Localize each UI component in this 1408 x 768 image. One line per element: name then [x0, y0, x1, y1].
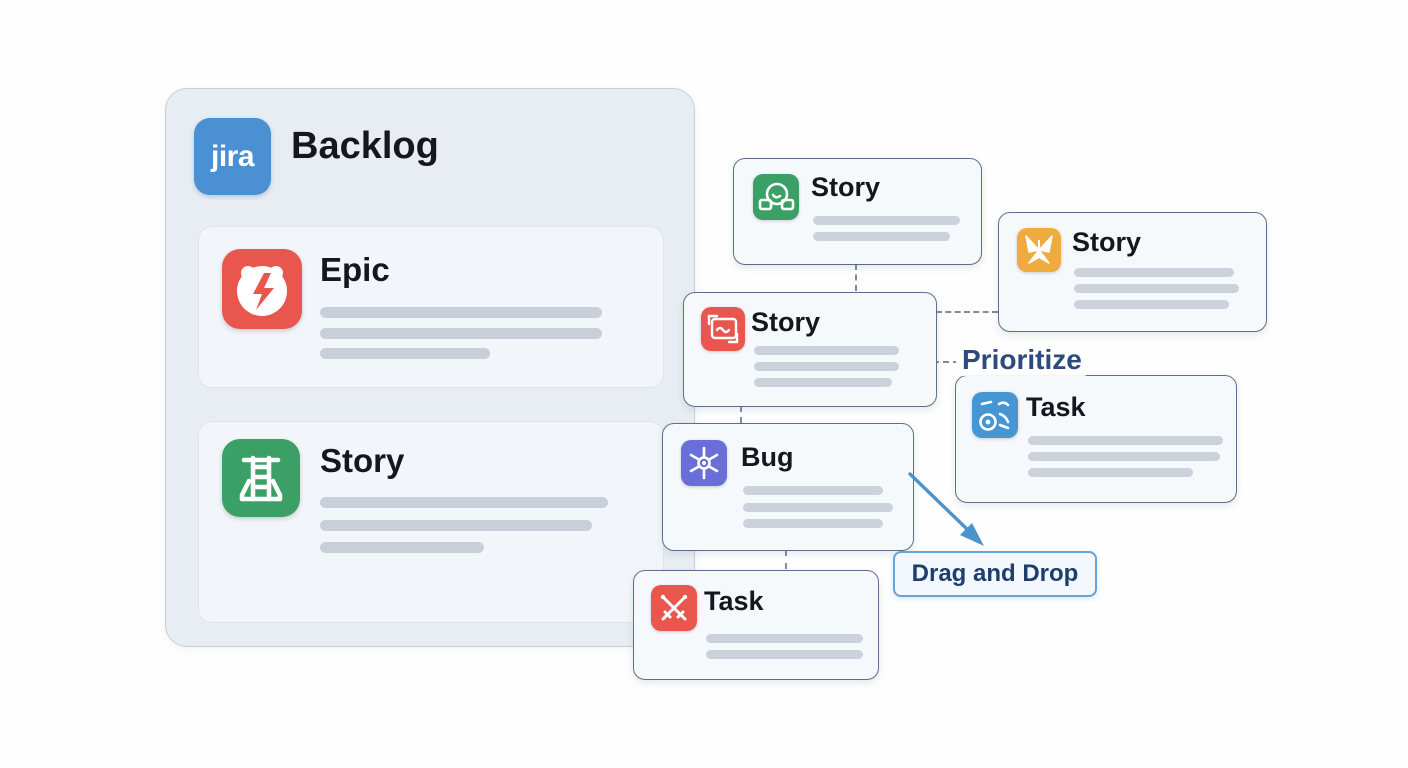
connector-bug-to-task: [785, 550, 787, 569]
task-gear-icon: [972, 392, 1018, 438]
connector-story-top-to-mid: [855, 264, 857, 291]
card-title: Story: [1072, 227, 1142, 257]
card-title: Bug: [741, 442, 794, 472]
placeholder-line: [1074, 284, 1239, 293]
placeholder-line: [743, 486, 883, 495]
placeholder-line: [320, 520, 592, 531]
jira-logo-icon: jira: [194, 118, 271, 195]
placeholder-line: [743, 503, 893, 512]
placeholder-line: [320, 328, 602, 339]
epic-icon: [222, 249, 302, 329]
placeholder-line: [320, 497, 608, 508]
card-title: Task: [1026, 392, 1086, 422]
drag-arrow-icon: [908, 472, 984, 546]
bug-icon: [681, 440, 727, 486]
placeholder-line: [1028, 436, 1223, 445]
placeholder-line: [754, 378, 892, 387]
connector-story-mid-to-story-right: [936, 311, 998, 313]
task-crossed-icon: [651, 585, 697, 631]
placeholder-line: [706, 634, 863, 643]
prioritize-label: Prioritize: [956, 344, 1088, 376]
jira-logo-text: jira: [210, 139, 255, 173]
story-butterfly-icon: [1017, 228, 1061, 272]
placeholder-line: [706, 650, 863, 659]
issue-card-story-mid[interactable]: Story: [683, 292, 937, 407]
placeholder-line: [754, 362, 899, 371]
story-ladder-icon: [222, 439, 300, 517]
placeholder-line: [813, 216, 960, 225]
epic-card-title: Epic: [320, 251, 390, 288]
issue-card-story-right[interactable]: Story: [998, 212, 1267, 332]
placeholder-line: [320, 348, 490, 359]
placeholder-line: [320, 542, 484, 553]
card-title: Story: [751, 307, 821, 337]
placeholder-line: [1074, 300, 1229, 309]
issue-card-task-right[interactable]: Task: [955, 375, 1237, 503]
drag-and-drop-label: Drag and Drop: [911, 560, 1079, 587]
placeholder-line: [743, 519, 883, 528]
backlog-panel: jira Backlog Epic: [165, 88, 695, 647]
card-title: Story: [811, 172, 881, 202]
drag-and-drop-button[interactable]: Drag and Drop: [893, 551, 1097, 597]
placeholder-line: [1028, 452, 1220, 461]
issue-card-story-top[interactable]: Story: [733, 158, 982, 265]
panel-title: Backlog: [291, 125, 439, 167]
backlog-card-epic[interactable]: Epic: [198, 226, 664, 388]
story-card-title: Story: [320, 442, 405, 479]
story-code-icon: [701, 307, 745, 351]
placeholder-line: [1074, 268, 1234, 277]
issue-card-task-bottom[interactable]: Task: [633, 570, 879, 680]
backlog-card-story[interactable]: Story: [198, 421, 664, 623]
issue-card-bug[interactable]: Bug: [662, 423, 914, 551]
card-title: Task: [704, 586, 764, 616]
connector-story-mid-to-prioritize: [933, 361, 959, 363]
placeholder-line: [813, 232, 950, 241]
story-release-icon: [753, 174, 799, 220]
placeholder-line: [1028, 468, 1193, 477]
placeholder-line: [754, 346, 899, 355]
placeholder-line: [320, 307, 602, 318]
connector-story-mid-to-bug: [740, 406, 742, 423]
